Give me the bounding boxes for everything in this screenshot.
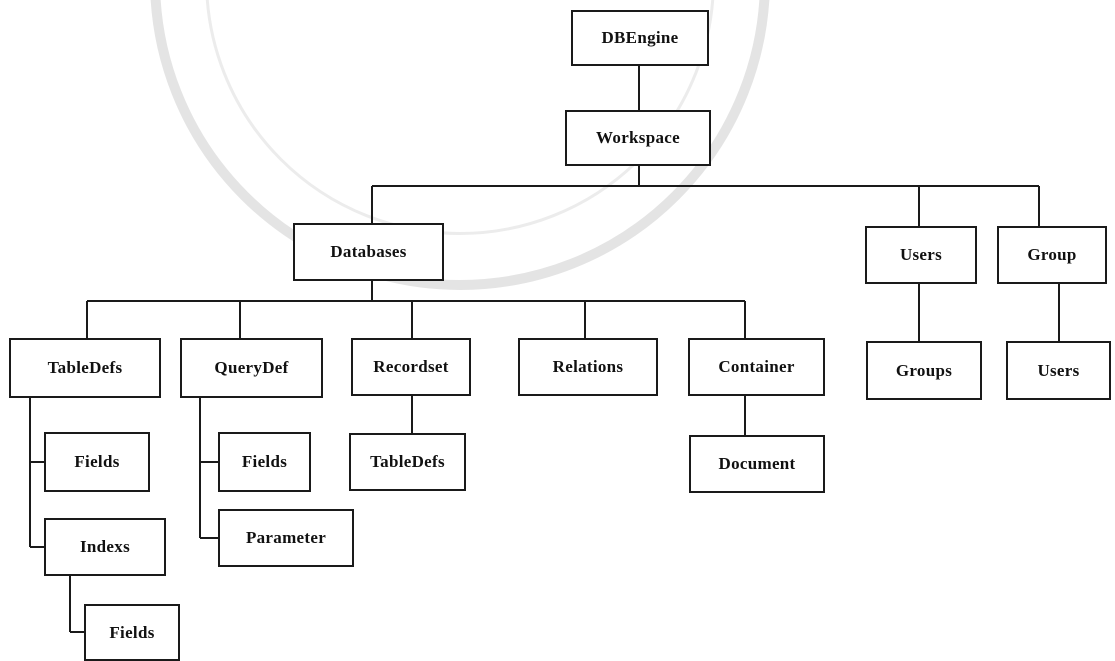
workspace-box: Workspace — [565, 110, 711, 166]
users-box: Users — [865, 226, 977, 284]
group-box: Group — [997, 226, 1107, 284]
indexs-fields-box: Fields — [84, 604, 180, 661]
recordset-tabledefs-box: TableDefs — [349, 433, 466, 491]
groups-box: Groups — [866, 341, 982, 400]
dbengine-box: DBEngine — [571, 10, 709, 66]
tabledefs-box: TableDefs — [9, 338, 161, 398]
tabledefs-fields-box: Fields — [44, 432, 150, 492]
querydef-box: QueryDef — [180, 338, 323, 398]
databases-box: Databases — [293, 223, 444, 281]
users-sub-box: Users — [1006, 341, 1111, 400]
relations-box: Relations — [518, 338, 658, 396]
parameter-box: Parameter — [218, 509, 354, 567]
recordset-box: Recordset — [351, 338, 471, 396]
querydef-fields-box: Fields — [218, 432, 311, 492]
indexs-box: Indexs — [44, 518, 166, 576]
document-box: Document — [689, 435, 825, 493]
container-box: Container — [688, 338, 825, 396]
